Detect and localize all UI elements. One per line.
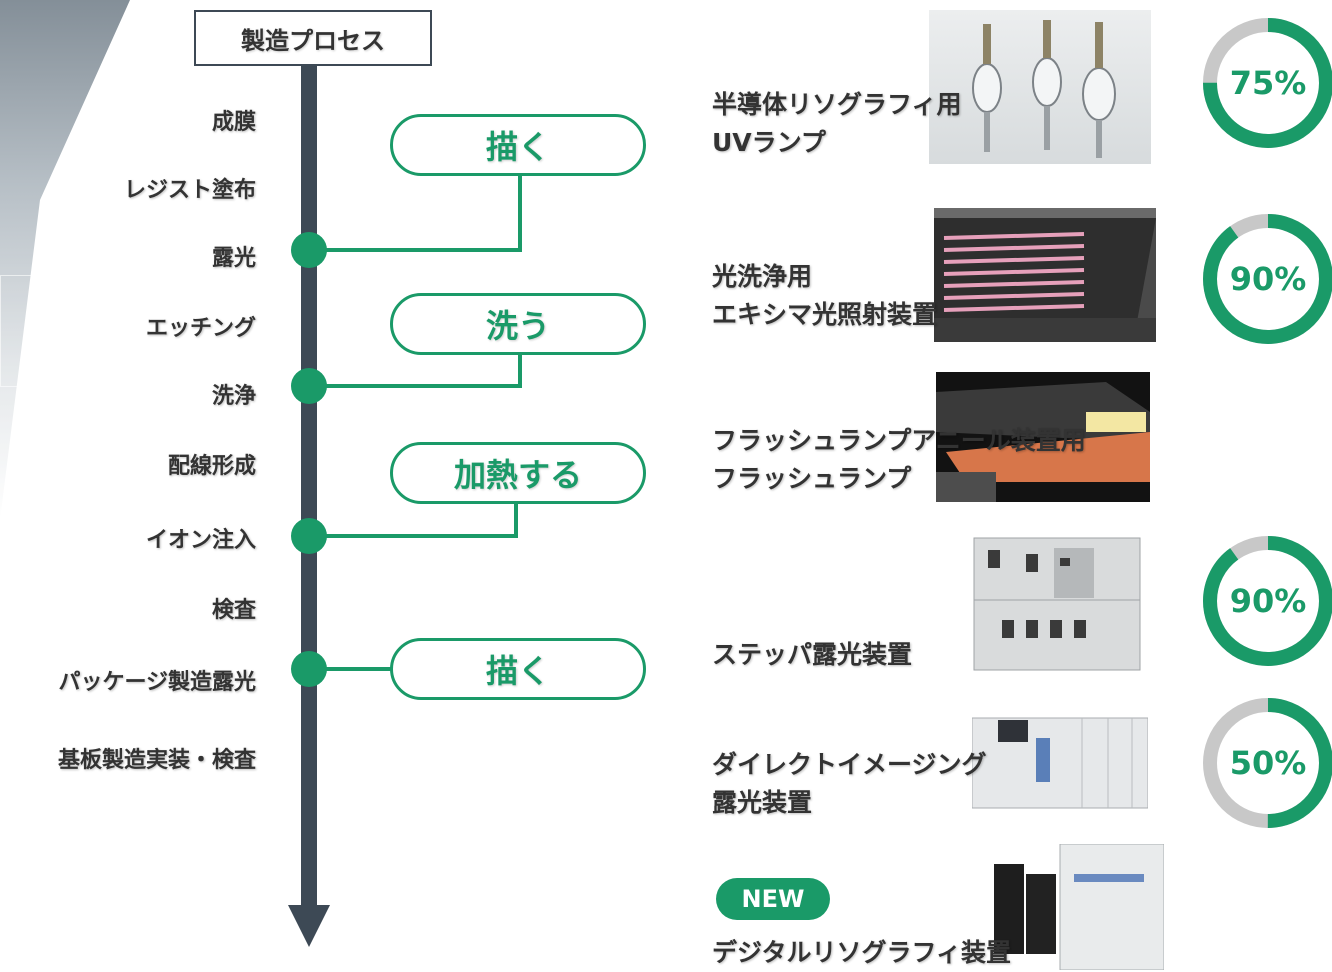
product-label-uv-lamp: 半導体リソグラフィ用 UVランプ <box>712 86 962 162</box>
product-label-line: 露光装置 <box>712 788 813 817</box>
share-donut-label: 75% <box>1229 64 1307 102</box>
product-label-stepper: ステッパ露光装置 <box>712 636 912 674</box>
share-donut-ring <box>1203 698 1332 828</box>
function-pill-wash: 洗う <box>390 293 646 355</box>
node-implant <box>291 518 327 554</box>
process-step: 洗浄 <box>211 384 256 409</box>
share-donut: 50% <box>1201 696 1332 830</box>
product-label-line: 半導体リソグラフィ用 <box>712 90 962 119</box>
product-label-digital-lithography: デジタルリソグラフィ装置 <box>712 934 1011 972</box>
share-donut-ring <box>1203 536 1332 666</box>
process-step: 配線形成 <box>167 454 256 479</box>
process-step: パッケージ製造露光 <box>58 670 256 695</box>
share-donut-ring <box>1203 214 1332 344</box>
product-label-direct-imaging: ダイレクトイメージング 露光装置 <box>712 746 987 822</box>
connector-implant <box>309 502 518 538</box>
share-donut-arc <box>1203 698 1332 828</box>
product-label-line: 光洗浄用 <box>712 262 813 291</box>
digital-lithography-photo <box>974 844 1164 970</box>
share-donut-label: 90% <box>1229 260 1307 298</box>
function-pill-draw: 描く <box>390 638 646 700</box>
share-donut-arc <box>1203 18 1332 148</box>
process-step: イオン注入 <box>145 528 256 553</box>
product-label-line: UVランプ <box>712 128 826 157</box>
process-step: 検査 <box>211 598 256 623</box>
process-step: エッチング <box>145 316 256 341</box>
node-expose <box>291 232 327 268</box>
share-donut: 90% <box>1201 212 1332 346</box>
share-donut-arc <box>1203 214 1332 344</box>
product-label-line: フラッシュランプアニール装置用 <box>712 426 1086 455</box>
product-label-line: デジタルリソグラフィ装置 <box>712 938 1012 967</box>
process-step: 基板製造実装・検査 <box>57 748 256 773</box>
direct-imaging-device-photo <box>972 698 1148 810</box>
timeline-arrowhead <box>288 905 330 947</box>
process-step: 露光 <box>211 246 256 271</box>
share-donut-label: 50% <box>1229 744 1307 782</box>
product-label-excimer: 光洗浄用 エキシマ光照射装置 <box>712 258 937 334</box>
new-badge: NEW <box>716 878 830 920</box>
share-donut: 90% <box>1201 534 1332 668</box>
product-label-line: エキシマ光照射装置 <box>712 300 938 329</box>
product-label-line: ダイレクトイメージング <box>712 750 987 779</box>
uv-lamp-photo <box>929 10 1151 164</box>
share-donut: 75% <box>1201 16 1332 150</box>
process-step: 成膜 <box>211 110 256 135</box>
stepper-device-photo <box>968 528 1146 674</box>
node-clean <box>291 368 327 404</box>
share-donut-label: 90% <box>1229 582 1307 620</box>
function-pill-heat: 加熱する <box>390 442 646 504</box>
product-label-flash-lamp: フラッシュランプアニール装置用 フラッシュランプ <box>712 422 1086 498</box>
product-label-line: ステッパ露光装置 <box>712 640 913 669</box>
node-package <box>291 651 327 687</box>
excimer-device-photo <box>934 208 1156 342</box>
function-pill-draw: 描く <box>390 114 646 176</box>
product-label-line: フラッシュランプ <box>712 464 912 493</box>
share-donut-arc <box>1203 536 1332 666</box>
flash-lamp-photo <box>936 372 1150 502</box>
share-donut-ring <box>1203 18 1332 148</box>
process-step: レジスト塗布 <box>123 178 256 203</box>
process-title: 製造プロセス <box>194 10 432 66</box>
connector-expose <box>309 175 522 252</box>
connector-clean <box>309 355 522 388</box>
